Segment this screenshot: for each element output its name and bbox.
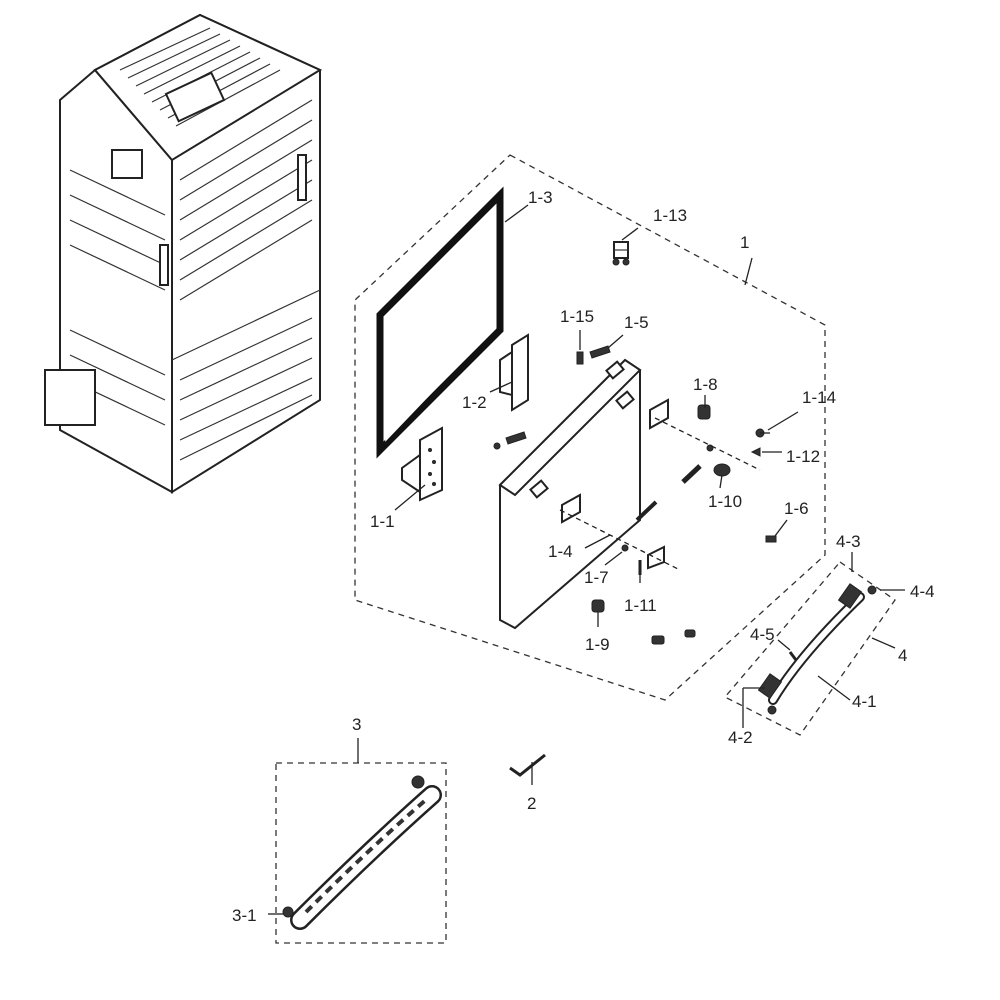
part-1-8 bbox=[697, 404, 711, 420]
label-1-1: 1-1 bbox=[370, 512, 395, 531]
label-4-5: 4-5 bbox=[750, 625, 775, 644]
refrigerator-cabinet bbox=[44, 13, 323, 494]
small-parts bbox=[493, 241, 777, 645]
label-4-2: 4-2 bbox=[728, 728, 753, 747]
label-1-3: 1-3 bbox=[528, 188, 553, 207]
assembly-3-boundary bbox=[275, 762, 447, 944]
part-1-6 bbox=[765, 535, 777, 543]
assembly-4-leaders bbox=[742, 552, 905, 728]
lower-handle bbox=[282, 775, 442, 930]
label-1-8: 1-8 bbox=[693, 375, 718, 394]
label-1-10: 1-10 bbox=[708, 492, 742, 511]
part-1-12 bbox=[750, 447, 761, 457]
label-3: 3 bbox=[352, 715, 361, 734]
label-1-2: 1-2 bbox=[462, 393, 487, 412]
hinge-bracket-upper bbox=[649, 398, 669, 430]
label-1-15: 1-15 bbox=[560, 307, 594, 326]
label-1-12: 1-12 bbox=[786, 447, 820, 466]
rod-upper bbox=[681, 464, 702, 484]
door-gasket bbox=[376, 186, 504, 459]
hinge-bracket-right bbox=[647, 545, 665, 570]
label-1-7: 1-7 bbox=[584, 568, 609, 587]
part-labels: 1 1-1 1-2 1-3 1-4 1-5 1-6 1-7 1-8 1-9 1-… bbox=[232, 188, 935, 925]
part-1-15 bbox=[576, 351, 584, 365]
label-4: 4 bbox=[898, 646, 907, 665]
label-1: 1 bbox=[740, 233, 749, 252]
label-1-11: 1-11 bbox=[624, 596, 657, 615]
assembly-4-boundary bbox=[723, 561, 896, 736]
hinge-bracket-lower bbox=[561, 493, 581, 524]
label-1-5: 1-5 bbox=[624, 313, 649, 332]
part-1-13 bbox=[612, 241, 630, 266]
label-4-3: 4-3 bbox=[836, 532, 861, 551]
label-1-13: 1-13 bbox=[653, 206, 687, 225]
part-1-9 bbox=[591, 599, 605, 613]
label-1-6: 1-6 bbox=[784, 499, 809, 518]
part-1-7 bbox=[621, 544, 629, 552]
label-2: 2 bbox=[527, 794, 536, 813]
label-1-14: 1-14 bbox=[802, 388, 836, 407]
label-4-4: 4-4 bbox=[910, 582, 935, 601]
assembly-3-leaders bbox=[268, 738, 359, 915]
rod-lower bbox=[635, 500, 658, 522]
hinge-upper bbox=[499, 333, 529, 412]
label-1-4: 1-4 bbox=[548, 542, 573, 561]
part-1-10 bbox=[713, 463, 731, 477]
label-3-1: 3-1 bbox=[232, 906, 257, 925]
assembly-1-leaders bbox=[394, 204, 799, 627]
hinge-lower bbox=[401, 426, 443, 502]
assembly-1-boundary bbox=[354, 154, 826, 701]
part-1-5 bbox=[589, 345, 611, 359]
part-1-14 bbox=[755, 428, 770, 438]
door-panel bbox=[498, 358, 642, 630]
label-1-9: 1-9 bbox=[585, 635, 610, 654]
door-handle bbox=[757, 583, 877, 715]
part-2-pin bbox=[509, 753, 546, 785]
label-4-1: 4-1 bbox=[852, 692, 877, 711]
